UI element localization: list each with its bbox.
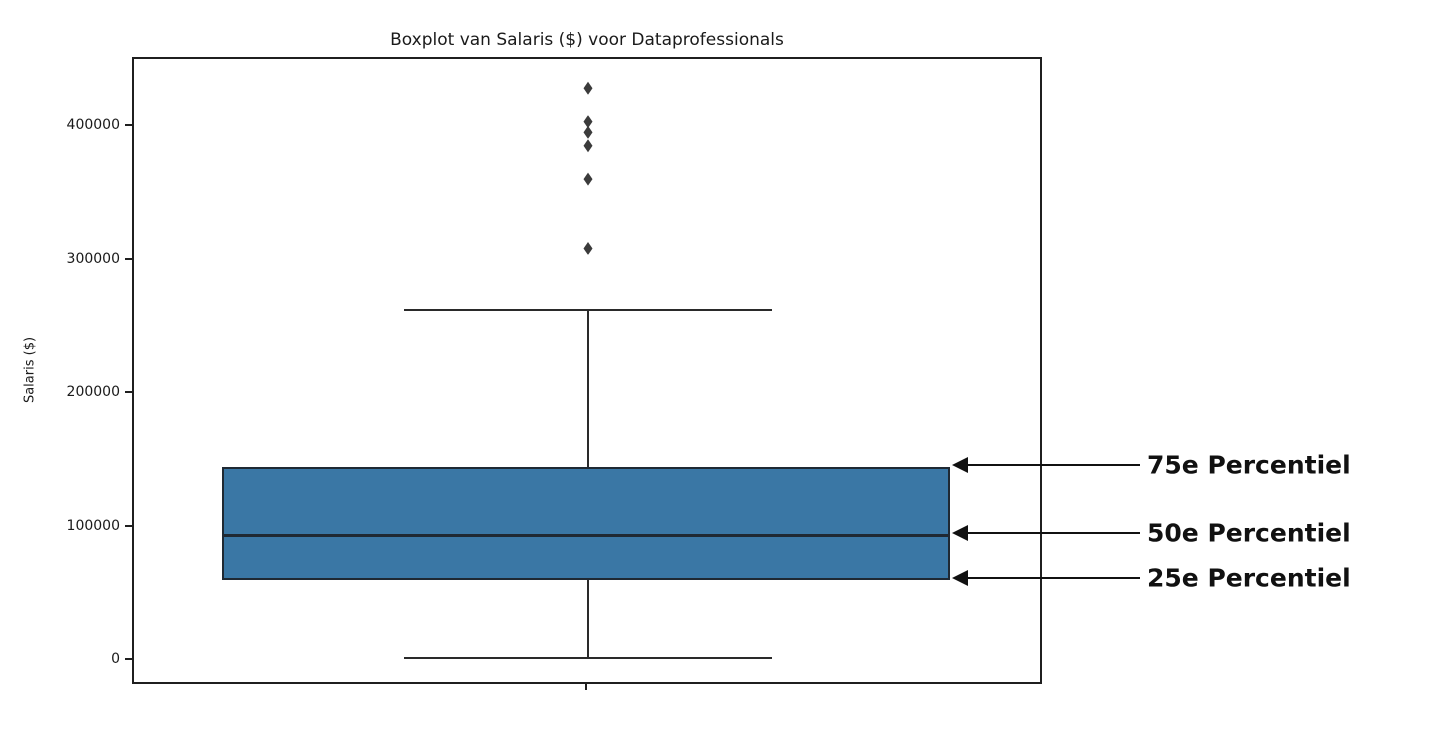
outlier-marker (583, 115, 593, 129)
y-tick-label: 400000 (66, 117, 120, 133)
outlier-marker (583, 172, 593, 186)
annotation-arrow-line (966, 576, 1140, 579)
annotation-arrowhead-icon (952, 524, 968, 541)
whisker-lower (587, 579, 589, 657)
outlier-marker (583, 241, 593, 255)
annotation-label: 75e Percentiel (1147, 450, 1351, 480)
annotation-label: 25e Percentiel (1147, 563, 1351, 593)
y-tick-label: 0 (111, 651, 120, 667)
y-tick-mark (125, 391, 132, 393)
y-tick-mark (125, 658, 132, 660)
outlier-marker (583, 139, 593, 153)
y-tick-label: 100000 (66, 517, 120, 534)
chart-title: Boxplot van Salaris ($) voor Dataprofess… (390, 30, 784, 50)
y-tick-label: 300000 (66, 250, 120, 267)
y-tick-label: 200000 (66, 384, 120, 400)
annotation-arrow-line (966, 464, 1140, 467)
annotation-arrow-line (966, 531, 1140, 534)
y-tick-mark (125, 524, 132, 527)
whisker-cap-lower (404, 656, 772, 659)
annotation-arrowhead-icon (952, 457, 968, 474)
whisker-cap-upper (404, 308, 772, 311)
annotation-arrowhead-icon (952, 569, 968, 586)
whisker-upper (587, 308, 589, 468)
plot-area (132, 57, 1042, 684)
annotation-label: 50e Percentiel (1147, 518, 1351, 548)
outlier-marker (583, 125, 593, 139)
y-tick-mark (125, 257, 132, 260)
box-iqr (222, 467, 950, 580)
median-line (222, 533, 950, 537)
y-tick-mark (125, 124, 132, 126)
outlier-marker (583, 81, 593, 95)
x-tick-mark (585, 683, 587, 690)
